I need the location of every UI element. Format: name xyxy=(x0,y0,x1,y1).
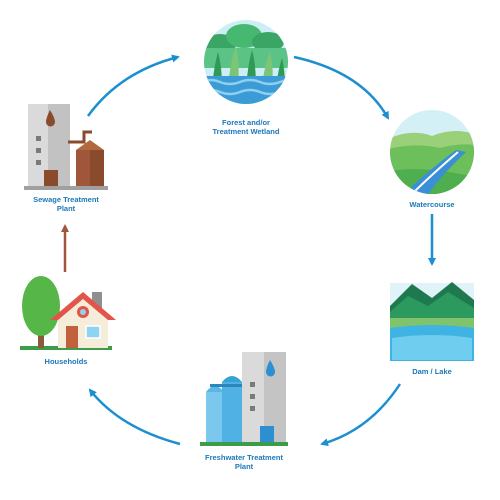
label-forest-wetland: Forest and/or Treatment Wetland xyxy=(212,118,280,136)
freshwater-plant-icon xyxy=(200,352,288,446)
sewage-plant-icon xyxy=(24,104,108,190)
label-freshwater-plant: Freshwater Treatment Plant xyxy=(205,453,283,471)
forest-wetland-icon xyxy=(204,20,288,104)
households-icon xyxy=(20,276,116,350)
arrow-freshwater-to-households xyxy=(88,388,181,446)
arrow-forest-to-watercourse xyxy=(293,55,390,120)
arrow-dam-to-freshwater xyxy=(320,383,402,447)
arrow-sewage-to-forest xyxy=(86,54,180,117)
label-watercourse: Watercourse xyxy=(409,200,455,209)
label-households: Households xyxy=(44,357,88,366)
label-dam-lake: Dam / Lake xyxy=(412,367,452,376)
dam-lake-icon xyxy=(390,282,474,361)
watercourse-icon xyxy=(390,110,474,194)
label-sewage-plant: Sewage Treatment Plant xyxy=(33,195,99,213)
